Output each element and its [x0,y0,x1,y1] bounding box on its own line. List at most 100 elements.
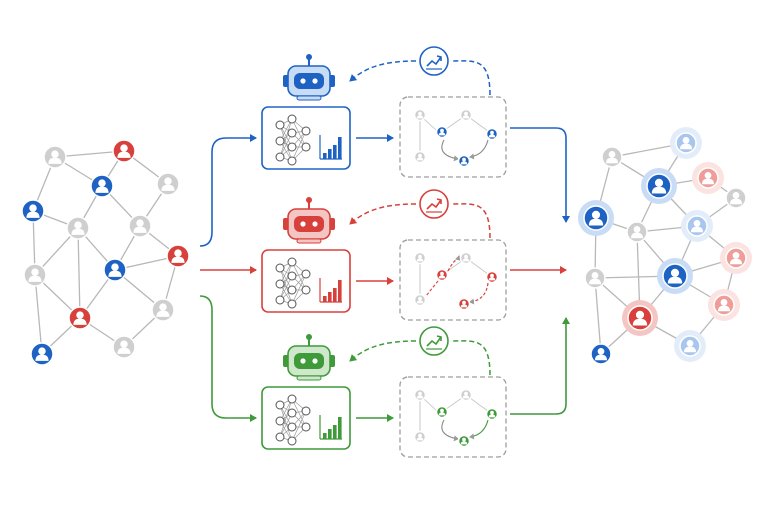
nn-neuron [301,142,311,152]
nn-neuron [275,400,285,410]
nn-link [279,398,293,438]
nn-link [279,267,293,305]
trend-arrowhead [436,55,442,61]
user-node [23,263,47,287]
nn-neuron [275,120,285,130]
nn-neuron [301,406,311,416]
nn-neuron [301,285,311,295]
model-card-green [261,386,351,450]
user-node [112,139,136,163]
trend-arrowhead [436,335,442,341]
input-graph-edge [34,274,43,355]
bar-chart-bar [323,433,327,439]
model-card [261,249,351,313]
robot-visor [294,353,324,369]
bar-chart-icon [319,415,342,440]
user-node [112,335,136,359]
nn-neuron [287,142,297,152]
nn-link [279,404,293,442]
nn-link [291,273,307,305]
nn-neuron [275,416,285,426]
subgraph-flow-edge [469,282,489,305]
user-node [435,405,449,419]
subgraph-flow-edge [469,419,489,440]
user-node [674,330,706,362]
user-node [166,244,190,268]
nn-neuron [287,299,297,309]
feedback-arrow-in [451,60,491,96]
user-node [413,108,427,122]
model-card [261,106,351,170]
user-node [21,199,45,223]
input-connector-blue [199,134,257,247]
user-node [435,125,449,139]
subgraph-edge [423,118,437,131]
bar-chart-bar [333,145,337,159]
input-connector-green [199,295,257,422]
trend-arrowhead [436,198,442,204]
nn-link [279,261,293,301]
bar-chart-bar [338,137,342,159]
subgraph-flow-edge [447,255,461,272]
feedback-loop-blue [349,46,491,96]
nn-link [291,118,307,148]
bar-chart-bar [323,296,327,302]
user-node [692,162,724,194]
user-node [725,187,747,209]
subgraph-panel-red [399,239,507,321]
nn-neuron [287,114,297,124]
user-node [590,343,612,365]
bar-chart-bar [328,292,332,302]
feedback-arrow-in [451,203,491,239]
nn-neuron [287,436,297,446]
nn-neuron [275,136,285,146]
input-graph-edge [77,227,81,319]
user-node [626,221,648,243]
subgraph-panel [399,96,507,178]
subgraph-flow-edge [469,139,489,160]
nn-neuron [287,156,297,166]
nn-neuron [275,279,285,289]
trend-up-icon [419,46,449,76]
trend-line [426,336,442,347]
user-node [720,242,752,274]
user-node [156,172,180,196]
nn-link [291,130,307,162]
nn-neuron [287,394,297,404]
subgraph-flow-edge [441,419,459,442]
user-node [457,297,471,311]
nn-neuron [301,269,311,279]
nn-neuron [275,295,285,305]
subgraph-panel [399,239,507,321]
bar-chart-bar [333,288,337,302]
robot-icon [283,334,335,381]
user-node [413,150,427,164]
output-connector-green [510,317,570,415]
subgraph-panel-blue [399,96,507,178]
neural-network-icon [275,257,311,309]
subgraph-flow-edge [425,280,439,297]
user-node [485,270,499,284]
bar-chart-icon [319,135,342,160]
feedback-arrow-out [349,60,417,82]
user-node [670,127,702,159]
robot-eye [312,78,318,84]
bar-chart-icon [319,278,342,303]
bar-chart-bar [333,425,337,439]
user-node [459,388,473,402]
nn-link [291,261,307,291]
subgraph-panel [399,376,507,458]
user-node [485,127,499,141]
trend-up-icon [419,189,449,219]
neural-network-icon [275,114,311,166]
subgraph-panel-green [399,376,507,458]
nn-neuron [275,152,285,162]
user-node [657,258,693,294]
robot-icon [283,197,335,244]
trend-line [426,56,442,67]
user-node [30,342,54,366]
robot-eye [312,358,318,364]
user-node [413,430,427,444]
neural-network-icon [275,394,311,446]
nn-neuron [287,422,297,432]
